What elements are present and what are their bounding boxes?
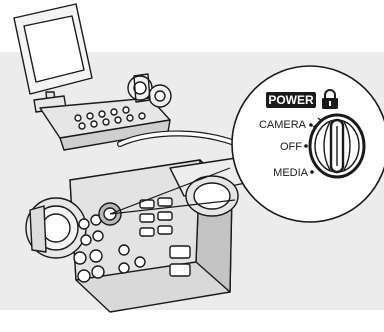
- position-off-label: OFF: [280, 141, 302, 153]
- position-camera-label: CAMERA: [259, 119, 307, 131]
- power-badge-label: POWER: [268, 93, 314, 107]
- position-off-dot: [304, 144, 308, 148]
- position-media-dot: [310, 170, 314, 174]
- power-switch-callout: POWER CAMERA OFF MEDIA: [232, 66, 384, 222]
- position-camera-dot: [309, 123, 313, 127]
- power-switch-knob: [310, 115, 364, 177]
- position-media-label: MEDIA: [273, 167, 309, 179]
